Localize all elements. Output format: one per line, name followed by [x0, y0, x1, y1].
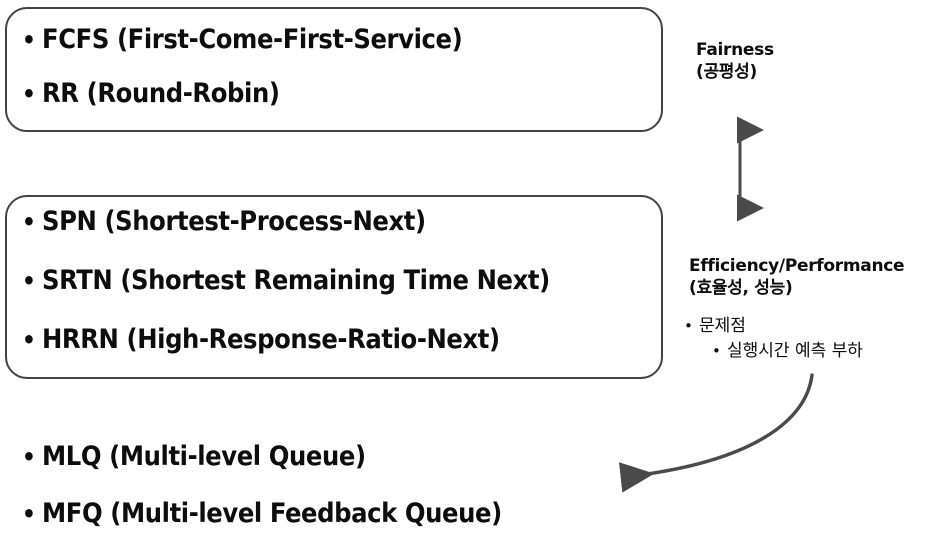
bullet-icon: •: [712, 342, 721, 360]
fairness-annotation: Fairness (공평성): [696, 40, 774, 84]
bullet-icon: •: [22, 80, 36, 108]
list-item-mlq: • MLQ (Multi-level Queue): [22, 443, 366, 470]
list-item-label: SRTN (Shortest Remaining Time Next): [42, 265, 550, 296]
problem-detail-list-item: • 실행시간 예측 부하: [712, 343, 863, 360]
bullet-icon: •: [684, 317, 693, 335]
list-item-label: FCFS (First-Come-First-Service): [42, 24, 463, 55]
efficiency-algorithms-box: [5, 195, 663, 379]
problem-label: 문제점: [699, 316, 746, 336]
list-item-fcfs: • FCFS (First-Come-First-Service): [22, 24, 463, 55]
problem-detail-label: 실행시간 예측 부하: [727, 341, 863, 361]
fairness-efficiency-tradeoff-arrow: [737, 116, 764, 222]
bullet-icon: •: [22, 208, 36, 236]
list-item-rr: • RR (Round-Robin): [22, 80, 280, 107]
bullet-icon: •: [22, 326, 36, 354]
list-item-mfq: • MFQ (Multi-level Feedback Queue): [22, 500, 502, 527]
list-item-label: SPN (Shortest-Process-Next): [42, 206, 426, 237]
bullet-icon: •: [22, 26, 36, 54]
efficiency-annotation: Efficiency/Performance (효율성, 성능): [689, 256, 905, 300]
list-item-label: RR (Round-Robin): [42, 78, 280, 109]
efficiency-annotation-line2: (효율성, 성능): [689, 277, 793, 298]
curved-arrow-path: [618, 373, 814, 493]
bullet-icon: •: [22, 443, 36, 471]
bullet-icon: •: [22, 500, 36, 528]
list-item-srtn: • SRTN (Shortest Remaining Time Next): [22, 267, 550, 294]
fairness-annotation-line2: (공평성): [696, 61, 757, 82]
fairness-annotation-line1: Fairness: [696, 40, 774, 60]
list-item-label: MLQ (Multi-level Queue): [42, 441, 366, 472]
fairness-algorithms-box: [5, 7, 663, 132]
list-item-label: HRRN (High-Response-Ratio-Next): [42, 324, 500, 355]
efficiency-annotation-line1: Efficiency/Performance: [689, 256, 905, 276]
bullet-icon: •: [22, 267, 36, 295]
list-item-spn: • SPN (Shortest-Process-Next): [22, 208, 426, 235]
problem-list-item: • 문제점: [684, 318, 746, 335]
list-item-hrrn: • HRRN (High-Response-Ratio-Next): [22, 326, 500, 353]
list-item-label: MFQ (Multi-level Feedback Queue): [42, 498, 502, 529]
leads-to-multilevel-arrow: [618, 373, 814, 493]
